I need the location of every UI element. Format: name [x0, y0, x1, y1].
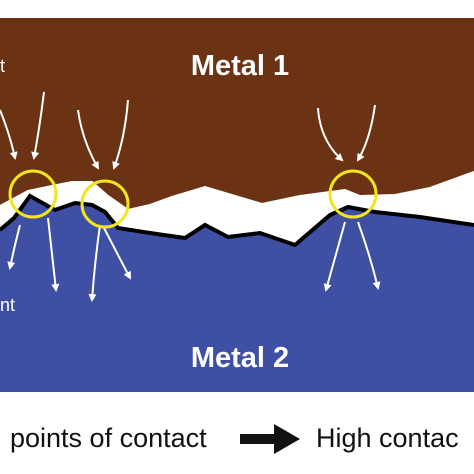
arrow-in-1	[0, 109, 18, 160]
arrow-in-5	[317, 107, 344, 162]
interface-gap	[0, 171, 474, 212]
contact-circle-2	[80, 179, 130, 229]
heat-arrows-in	[0, 91, 376, 170]
contact-points	[8, 169, 378, 229]
left-fragment-top: t	[0, 56, 5, 76]
contact-circle-1	[8, 169, 58, 219]
arrow-out-5	[323, 221, 346, 292]
interface-line	[0, 193, 474, 248]
metal-2-region	[0, 196, 474, 392]
arrow-out-4	[103, 227, 131, 280]
arrow-out-6	[357, 221, 381, 290]
caption-arrow	[240, 424, 300, 454]
metal-2-label: Metal 2	[191, 342, 289, 374]
caption-right: High contac	[316, 423, 459, 453]
contact-circle-3	[328, 169, 378, 219]
metal-1-label: Metal 1	[191, 50, 289, 82]
left-fragment-bottom: nt	[0, 295, 15, 315]
arrow-in-2	[31, 91, 45, 160]
caption-left: points of contact	[10, 423, 207, 453]
heat-arrows-out	[7, 217, 381, 302]
arrow-in-6	[356, 104, 376, 162]
arrow-out-3	[88, 224, 101, 302]
arrow-out-1	[7, 224, 21, 270]
arrow-in-4	[112, 99, 129, 170]
arrow-out-2	[47, 217, 60, 292]
arrow-in-3	[77, 109, 99, 170]
